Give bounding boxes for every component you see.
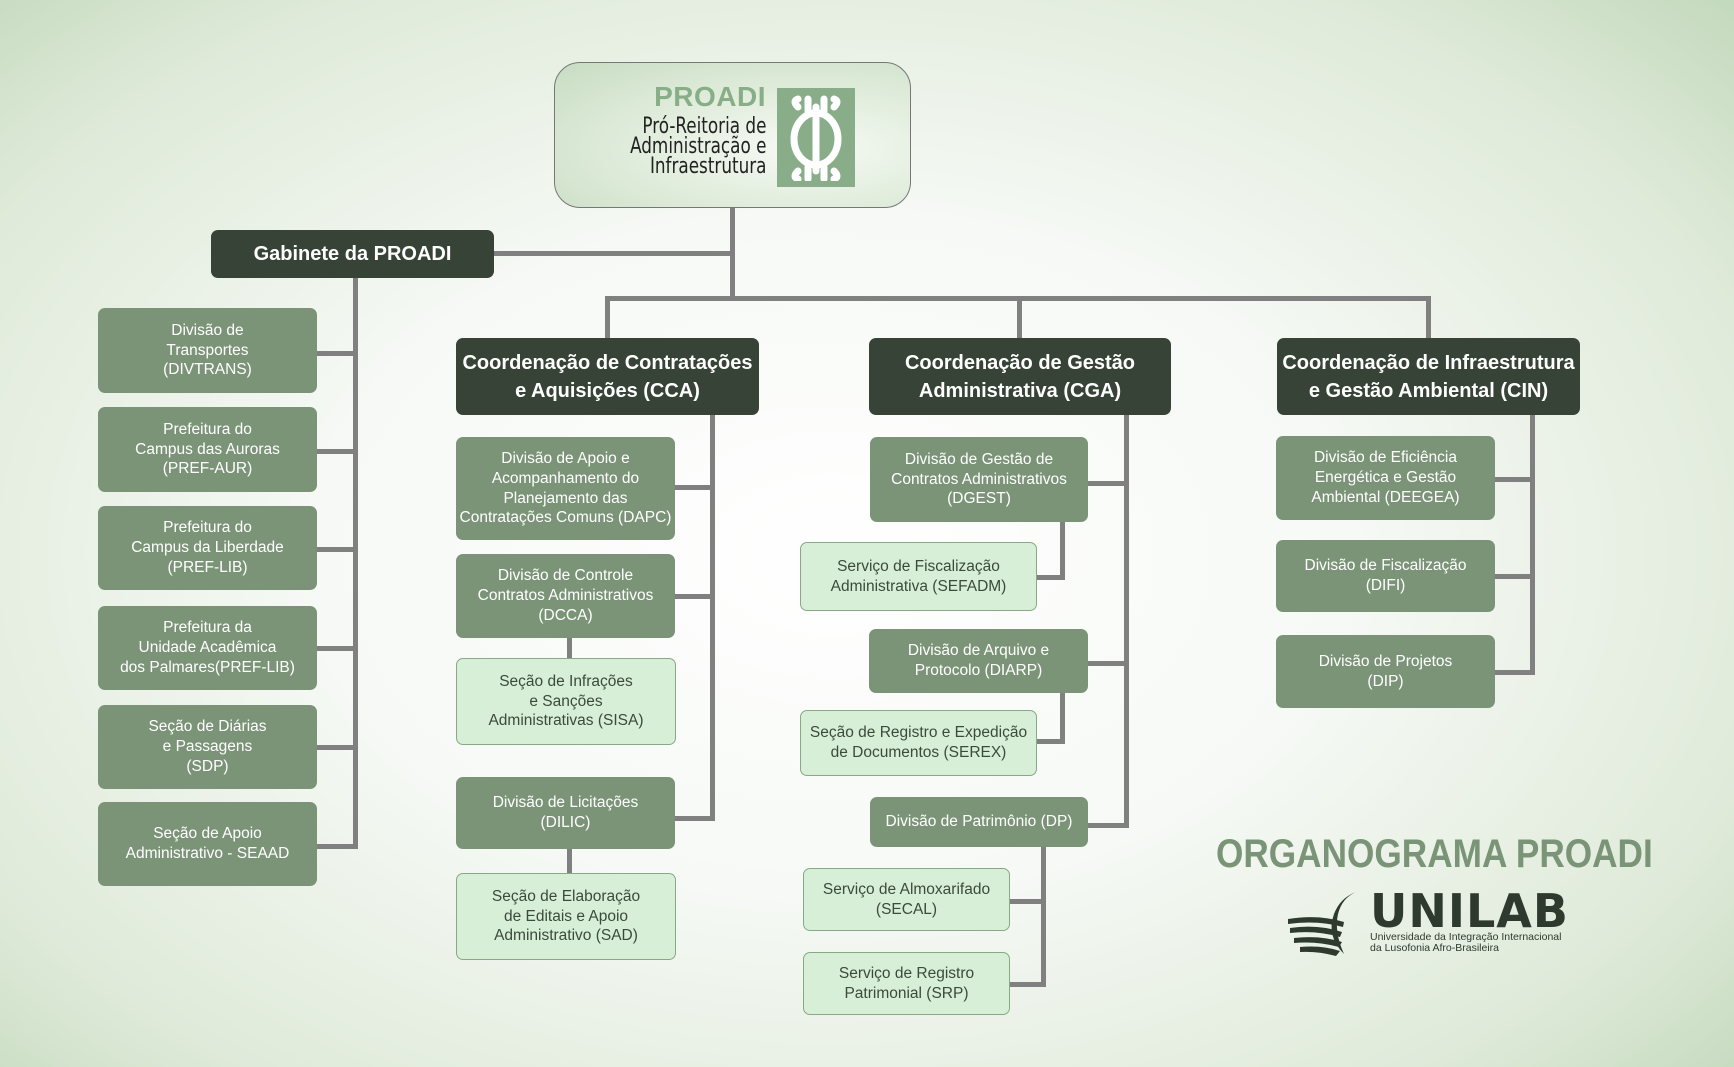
cca-unit-dapc[interactable]: Divisão de Apoio e Acompanhamento do Pla… [456,437,675,540]
cin-unit-difi[interactable]: Divisão de Fiscalização (DIFI) [1276,540,1495,612]
cga-node[interactable]: Coordenação de Gestão Administrativa (CG… [869,338,1171,415]
connector-cca-drop [605,296,610,338]
connector-cin-drop [1426,296,1431,338]
connector-cca-trunk [710,415,715,821]
unilab-logo: UNILAB Universidade da Integração Intern… [1286,884,1598,958]
root-node-proadi[interactable]: PROADI Pró-Reitoria de Administração e I… [554,62,911,208]
connector-cabinet-5 [317,745,358,750]
connector-cabinet-6 [317,844,358,849]
chart-title: ORGANOGRAMA PROADI [1216,832,1653,876]
connector-cca-2 [675,594,715,599]
cga-unit-sefadm[interactable]: Serviço de Fiscalização Administrativa (… [800,542,1037,611]
connector-cabinet-1 [317,351,358,356]
connector-cga-1-2v [1060,522,1065,580]
connector-cin-2 [1495,574,1535,579]
connector-cga-1-2h [1037,575,1065,580]
connector-dp-2 [1010,982,1046,987]
connector-cabinet-3 [317,547,358,552]
cga-unit-srp[interactable]: Serviço de Registro Patrimonial (SRP) [803,952,1010,1015]
cga-unit-serex[interactable]: Seção de Registro e Expedição de Documen… [800,710,1037,776]
cga-unit-diarp[interactable]: Divisão de Arquivo e Protocolo (DIARP) [869,629,1088,693]
cca-unit-sad[interactable]: Seção de Elaboração de Editais e Apoio A… [456,873,676,960]
connector-cga-3-4v [1060,693,1065,743]
cin-unit-dip[interactable]: Divisão de Projetos (DIP) [1276,635,1495,708]
root-abbreviation: PROADI [654,81,766,112]
connector-cabinet [494,251,735,256]
connector-cga-3 [1088,661,1129,666]
connector-cga-5 [1088,823,1129,828]
adinkra-symbol-icon [777,88,855,187]
connector-cga-trunk [1124,415,1129,828]
cabinet-node[interactable]: Gabinete da PROADI [211,230,494,278]
connector-cin-3 [1495,670,1535,675]
connector-cin-1 [1495,477,1535,482]
cca-unit-dcca[interactable]: Divisão de Controle Contratos Administra… [456,554,675,638]
connector-cga-3-4h [1037,739,1065,744]
connector-dp-trunk [1041,847,1046,987]
connector-cca-4 [675,816,715,821]
cga-unit-secal[interactable]: Serviço de Almoxarifado (SECAL) [803,868,1010,931]
cca-unit-dilic[interactable]: Divisão de Licitações (DILIC) [456,777,675,849]
unilab-subtitle: Universidade da Integração Internacional… [1370,931,1562,954]
root-full-name: Pró-Reitoria de Administração e Infraest… [629,114,766,179]
cabinet-unit[interactable]: Prefeitura do Campus das Auroras (PREF-A… [98,407,317,492]
connector-cga-1 [1088,481,1129,486]
cabinet-unit[interactable]: Seção de Apoio Administrativo - SEAAD [98,802,317,886]
connector-cabinet-4 [317,646,358,651]
cga-unit-dgest[interactable]: Divisão de Gestão de Contratos Administr… [870,437,1088,522]
cabinet-unit[interactable]: Seção de Diárias e Passagens (SDP) [98,705,317,789]
connector-cga-drop [1017,296,1022,338]
cabinet-unit[interactable]: Prefeitura do Campus da Liberdade (PREF-… [98,506,317,590]
cga-unit-dp[interactable]: Divisão de Patrimônio (DP) [870,797,1088,847]
cin-unit-deegea[interactable]: Divisão de Eficiência Energética e Gestã… [1276,436,1495,520]
connector-cabinet-2 [317,449,358,454]
cin-node[interactable]: Coordenação de Infraestrutura e Gestão A… [1277,338,1580,415]
connector-cabinet-trunk [353,278,358,849]
unilab-swoosh-icon [1288,892,1356,956]
cabinet-unit[interactable]: Prefeitura da Unidade Acadêmica dos Palm… [98,606,317,690]
connector-cca-4-5 [567,849,572,873]
connector-dp-1 [1010,899,1046,904]
cca-unit-sisa[interactable]: Seção de Infrações e Sanções Administrat… [456,658,676,745]
connector-cca-2-3 [567,638,572,658]
connector-cin-trunk [1530,415,1535,675]
cca-node[interactable]: Coordenação de Contratações e Aquisições… [456,338,759,415]
connector-cca-1 [675,485,715,490]
unilab-wordmark: UNILAB [1370,884,1569,938]
cabinet-unit[interactable]: Divisão de Transportes (DIVTRANS) [98,308,317,393]
